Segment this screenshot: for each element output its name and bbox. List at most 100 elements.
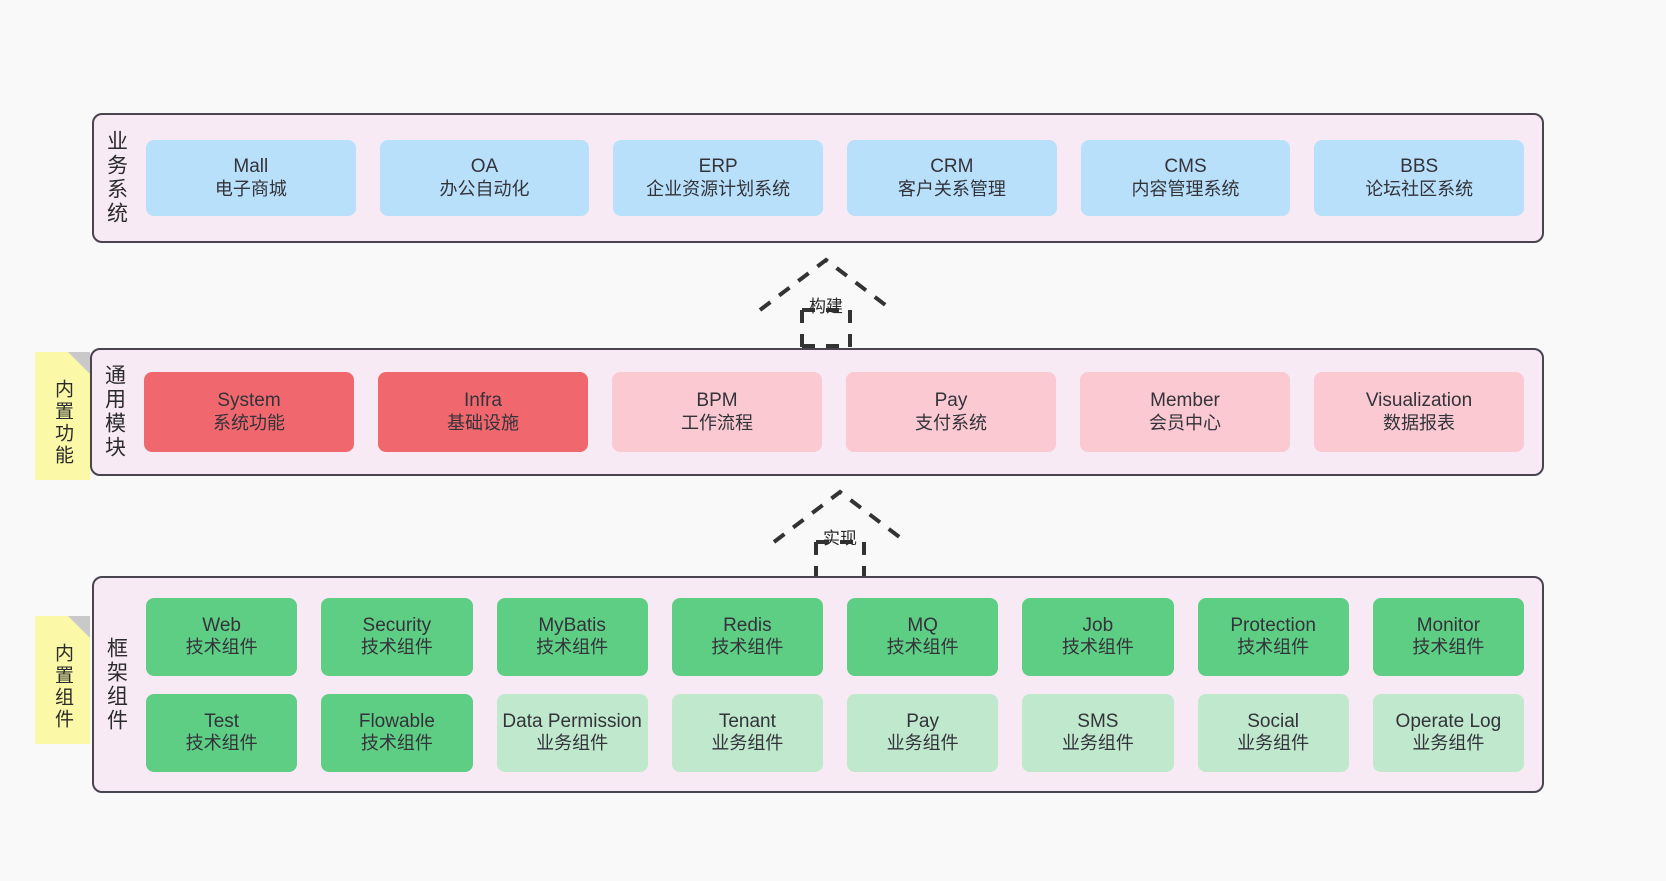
- card-subtitle: 数据报表: [1383, 412, 1455, 433]
- sticky-note-builtin-components: 内置组件: [35, 616, 90, 744]
- card-title: Infra: [463, 390, 503, 412]
- card-subtitle: 技术组件: [185, 637, 258, 658]
- card-row: Mall 电子商城 OA 办公自动化 ERP 企业资源计划系统 CRM 客户关系…: [146, 140, 1525, 216]
- layer-framework-components: 框架组件 Web 技术组件 Security 技术组件 MyBatis 技术组件…: [92, 576, 1544, 793]
- card-title: Operate Log: [1395, 710, 1502, 732]
- layer-common-modules-title: 通用模块: [102, 364, 126, 460]
- card-title: BBS: [1400, 156, 1439, 178]
- generalization-arrowhead-icon: [758, 257, 894, 312]
- card-pay[interactable]: Pay 支付系统: [846, 372, 1056, 452]
- card-protection[interactable]: Protection 技术组件: [1197, 597, 1349, 676]
- sticky-note-label: 内置功能: [52, 379, 73, 467]
- card-data-permission[interactable]: Data Permission 业务组件: [496, 693, 648, 772]
- card-subtitle: 电子商城: [214, 178, 287, 199]
- card-subtitle: 企业资源计划系统: [646, 178, 791, 199]
- card-monitor[interactable]: Monitor 技术组件: [1372, 597, 1524, 676]
- card-sms[interactable]: SMS 业务组件: [1022, 693, 1174, 772]
- card-mall[interactable]: Mall 电子商城: [146, 140, 356, 216]
- layer-business-systems-body: Mall 电子商城 OA 办公自动化 ERP 企业资源计划系统 CRM 客户关系…: [138, 115, 1542, 241]
- card-subtitle: 业务组件: [1237, 733, 1310, 754]
- sticky-note-builtin-features: 内置功能: [35, 352, 90, 480]
- card-title: ERP: [698, 156, 738, 178]
- card-title: BPM: [696, 390, 738, 412]
- card-subtitle: 客户关系管理: [897, 178, 1006, 199]
- card-row: Test 技术组件 Flowable 技术组件 Data Permission …: [146, 693, 1524, 772]
- card-title: Monitor: [1416, 614, 1481, 636]
- card-title: Member: [1150, 390, 1220, 412]
- card-subtitle: 会员中心: [1149, 412, 1221, 433]
- card-row: System 系统功能 Infra 基础设施 BPM 工作流程 Pay 支付系统…: [144, 372, 1524, 452]
- connector-implement: 实现: [772, 489, 908, 580]
- card-title: MQ: [907, 614, 938, 636]
- card-oa[interactable]: OA 办公自动化: [379, 140, 590, 216]
- card-subtitle: 业务组件: [1412, 733, 1485, 754]
- card-title: Pay: [906, 710, 939, 732]
- card-title: SMS: [1077, 710, 1119, 732]
- layer-common-modules-body: System 系统功能 Infra 基础设施 BPM 工作流程 Pay 支付系统…: [136, 350, 1542, 474]
- card-title: Data Permission: [502, 710, 642, 732]
- card-flowable[interactable]: Flowable 技术组件: [321, 693, 473, 772]
- card-subtitle: 办公自动化: [439, 178, 530, 199]
- card-subtitle: 技术组件: [1061, 637, 1134, 658]
- card-subtitle: 技术组件: [1412, 637, 1485, 658]
- card-web[interactable]: Web 技术组件: [146, 597, 298, 676]
- card-mybatis[interactable]: MyBatis 技术组件: [496, 597, 648, 676]
- card-title: System: [217, 390, 281, 412]
- card-system[interactable]: System 系统功能: [144, 372, 354, 452]
- layer-business-systems: 业务系统 Mall 电子商城 OA 办公自动化 ERP 企业资源计划系统 CRM…: [92, 113, 1544, 243]
- card-title: Security: [362, 614, 432, 636]
- card-subtitle: 技术组件: [1237, 637, 1310, 658]
- card-visualization[interactable]: Visualization 数据报表: [1314, 372, 1524, 452]
- card-title: Flowable: [358, 710, 435, 732]
- card-title: Tenant: [718, 710, 776, 732]
- card-subtitle: 业务组件: [1061, 733, 1134, 754]
- card-social[interactable]: Social 业务组件: [1197, 693, 1349, 772]
- card-redis[interactable]: Redis 技术组件: [671, 597, 823, 676]
- layer-common-modules: 通用模块 System 系统功能 Infra 基础设施 BPM 工作流程 Pay…: [90, 348, 1544, 476]
- card-subtitle: 技术组件: [360, 637, 433, 658]
- card-subtitle: 业务组件: [536, 733, 609, 754]
- card-title: Web: [202, 614, 241, 636]
- card-bpm[interactable]: BPM 工作流程: [612, 372, 822, 452]
- card-title: Job: [1082, 614, 1114, 636]
- connector-implement-label: 实现: [823, 529, 857, 548]
- connector-build: 构建: [758, 257, 894, 348]
- card-pay-business[interactable]: Pay 业务组件: [847, 693, 999, 772]
- card-subtitle: 技术组件: [536, 637, 609, 658]
- layer-framework-components-title: 框架组件: [104, 636, 128, 733]
- card-subtitle: 业务组件: [886, 733, 959, 754]
- generalization-arrowhead-icon: [772, 489, 908, 544]
- card-job[interactable]: Job 技术组件: [1022, 597, 1174, 676]
- card-subtitle: 业务组件: [711, 733, 784, 754]
- card-title: CMS: [1164, 156, 1207, 178]
- card-title: Social: [1247, 710, 1299, 732]
- card-tenant[interactable]: Tenant 业务组件: [671, 693, 823, 772]
- card-cms[interactable]: CMS 内容管理系统: [1080, 140, 1291, 216]
- sticky-note-label: 内置组件: [52, 643, 73, 731]
- page-fold-icon: [68, 352, 90, 374]
- card-title: OA: [470, 156, 499, 178]
- card-test[interactable]: Test 技术组件: [146, 693, 298, 772]
- card-title: Mall: [233, 156, 269, 178]
- card-erp[interactable]: ERP 企业资源计划系统: [613, 140, 824, 216]
- layer-business-systems-title: 业务系统: [104, 130, 128, 226]
- card-operate-log[interactable]: Operate Log 业务组件: [1372, 693, 1524, 772]
- card-title: Visualization: [1365, 390, 1473, 412]
- card-subtitle: 工作流程: [681, 412, 753, 433]
- card-subtitle: 技术组件: [360, 733, 433, 754]
- card-title: Redis: [723, 614, 772, 636]
- card-subtitle: 系统功能: [213, 412, 285, 433]
- card-infra[interactable]: Infra 基础设施: [378, 372, 588, 452]
- card-title: Protection: [1230, 614, 1316, 636]
- card-crm[interactable]: CRM 客户关系管理: [847, 140, 1057, 216]
- connector-build-label: 构建: [809, 297, 843, 316]
- card-security[interactable]: Security 技术组件: [321, 597, 473, 676]
- card-title: CRM: [930, 156, 974, 178]
- card-subtitle: 基础设施: [447, 412, 519, 433]
- card-bbs[interactable]: BBS 论坛社区系统: [1314, 140, 1525, 216]
- card-title: MyBatis: [538, 614, 606, 636]
- card-subtitle: 论坛社区系统: [1365, 178, 1474, 199]
- card-member[interactable]: Member 会员中心: [1080, 372, 1290, 452]
- card-mq[interactable]: MQ 技术组件: [847, 597, 999, 676]
